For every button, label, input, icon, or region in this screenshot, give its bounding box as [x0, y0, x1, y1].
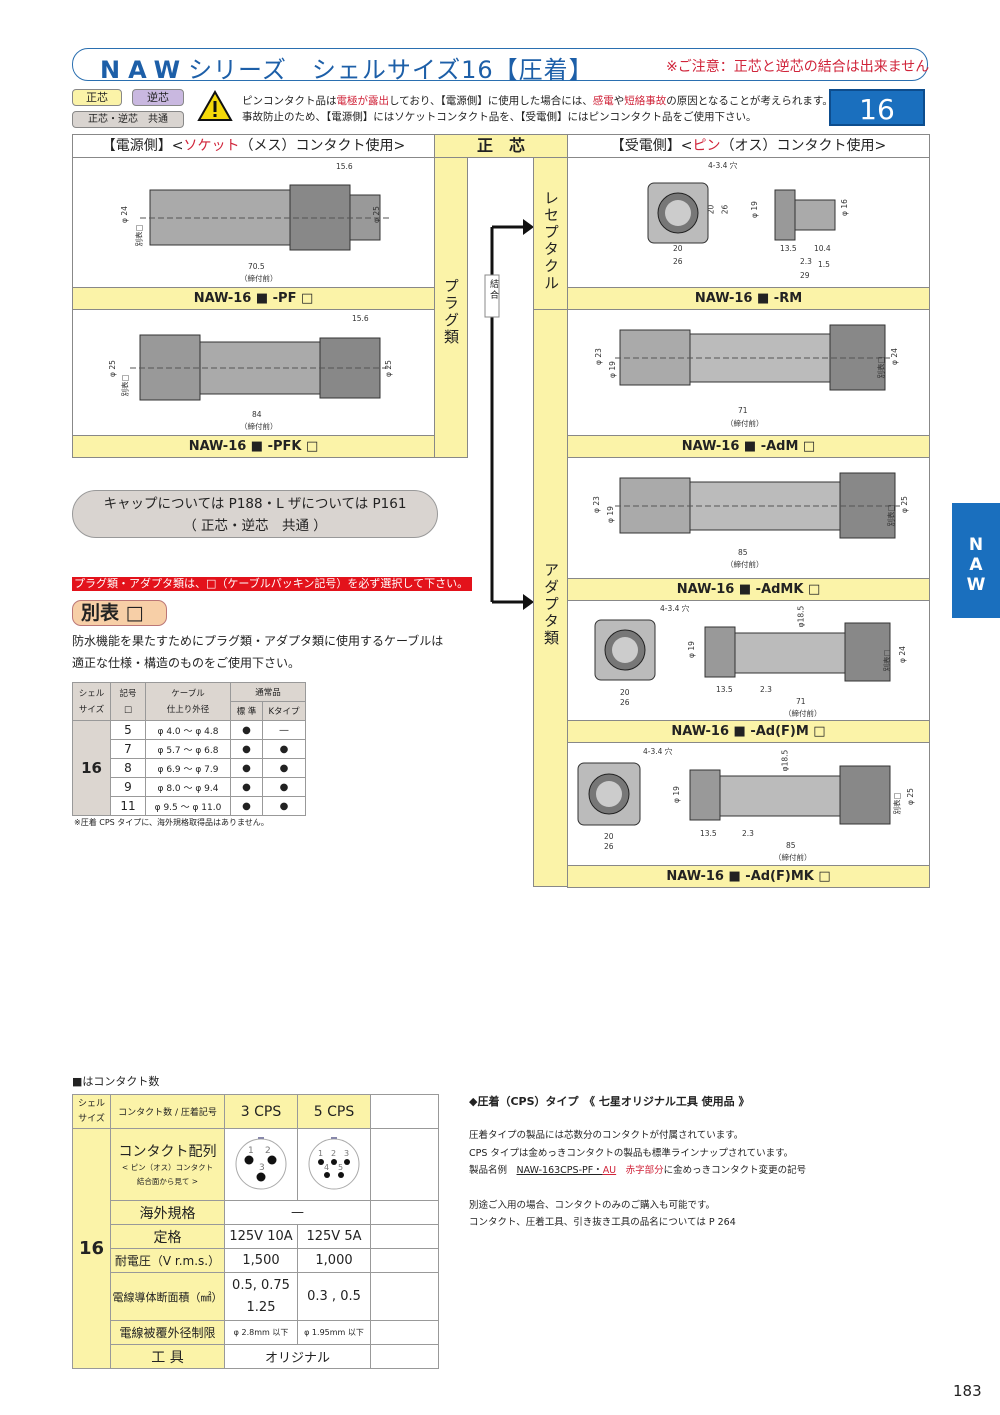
warning-icon	[197, 90, 233, 121]
cable-note: 防水機能を果たすためにプラグ類・アダプタ類に使用するケーブルは適正な仕様・構造の…	[72, 634, 444, 670]
power-side-header: 【電源側】<ソケット（メス）コンタクト使用>	[72, 134, 435, 158]
plug-pf-drawing	[140, 184, 390, 251]
svg-text:5: 5	[338, 1163, 343, 1172]
svg-text:1: 1	[248, 1146, 254, 1156]
caution-note: ※ご注意：正芯と逆芯の結合は出来ません	[666, 59, 930, 75]
appendix-table-title: 別表 □	[72, 600, 167, 626]
svg-text:3: 3	[259, 1163, 265, 1173]
product-pfk: NAW-16 ■ -PFK □	[72, 435, 435, 458]
tag-seishin: 正芯	[72, 89, 122, 106]
rm-drawing	[567, 157, 930, 288]
svg-text:4: 4	[324, 1163, 329, 1172]
mate-label: 結合	[488, 279, 498, 301]
product-adfmk: NAW-16 ■ -Ad(F)MK □	[567, 865, 930, 888]
svg-text:1: 1	[318, 1149, 323, 1158]
svg-text:2: 2	[331, 1149, 336, 1158]
page-title: NAWシリーズ シェルサイズ16【圧着】	[100, 56, 594, 84]
product-admk: NAW-16 ■ -AdMK □	[567, 578, 930, 601]
svg-text:3: 3	[344, 1149, 349, 1158]
product-pf: NAW-16 ■ -PF □	[72, 287, 435, 310]
cap-reference: キャップについては P188・L ザについては P161（ 正芯・逆芯 共通 ）	[72, 490, 438, 538]
title-frame	[72, 48, 928, 81]
plug-pfk-drawing	[130, 334, 390, 401]
cable-table-note: ※圧着 CPS タイプに、海外規格取得品はありません。	[74, 818, 269, 827]
svg-text:2: 2	[265, 1146, 271, 1156]
seishin-header: 正 芯	[434, 134, 568, 158]
adapter-admk-drawing	[615, 472, 900, 539]
page-number: 183	[953, 1382, 982, 1400]
plug-category	[434, 157, 468, 458]
cps-info-title: ◆圧着（CPS）タイプ 《 七星オリジナル工具 使用品 》	[469, 1095, 750, 1108]
mating-arrows	[484, 219, 534, 610]
tag-gyakushin: 逆芯	[132, 89, 184, 106]
product-adfm: NAW-16 ■ -Ad(F)M □	[567, 720, 930, 743]
receive-side-header: 【受電側】<ピン（オス）コンタクト使用>	[567, 134, 930, 158]
selection-notice: プラグ類・アダプタ類は、□（ケーブルパッキン記号）を必ず選択して下さい。	[72, 577, 472, 591]
warning-text: ピンコンタクト品は電極が露出しており、【電源側】に使用した場合には、感電や短絡事…	[242, 95, 833, 123]
contact-layout-3: 1 23	[235, 1136, 287, 1189]
tag-common: 正芯・逆芯 共通	[72, 111, 184, 128]
receptacle-rm-drawing	[647, 182, 836, 244]
adapter-adm-drawing	[615, 324, 890, 391]
product-rm: NAW-16 ■ -RM	[567, 287, 930, 310]
contact-caption: ■はコンタクト数	[72, 1075, 160, 1088]
adapter-adfm-drawing	[594, 619, 891, 682]
shell-size-badge: 16	[829, 89, 925, 126]
adapter-adfmk-drawing	[577, 762, 891, 826]
product-adm: NAW-16 ■ -AdM □	[567, 435, 930, 458]
cps-info-text: 圧着タイプの製品には芯数分のコンタクトが付属されています。CPS タイプは金めっ…	[469, 1130, 807, 1228]
